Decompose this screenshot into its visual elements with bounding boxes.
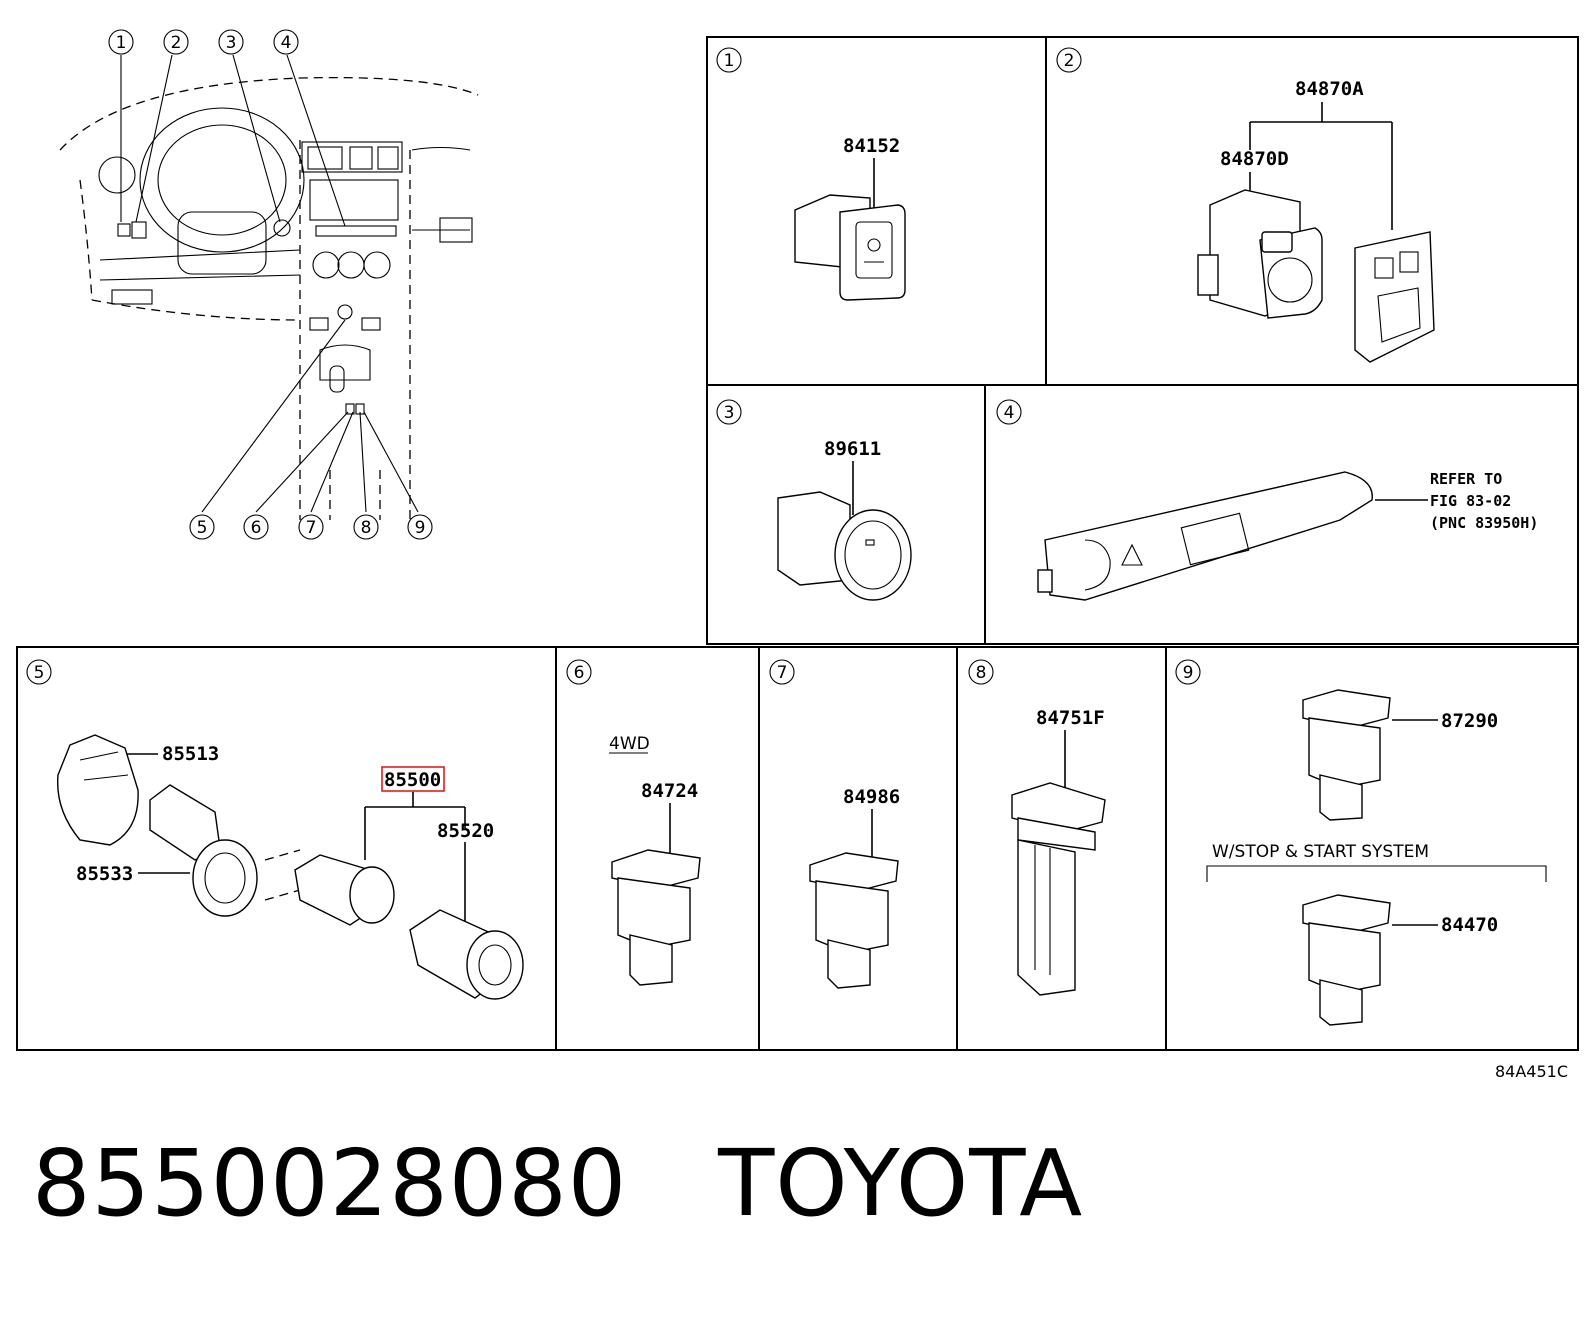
part-number-84470[interactable]: 84470 <box>1441 914 1498 936</box>
part-number-85500[interactable]: 85500 <box>384 769 441 791</box>
panel-9: 9 87290 W/STOP & START SYSTEM 84470 <box>1175 659 1547 1026</box>
panel-7: 7 84986 <box>769 659 900 989</box>
overview-callout-3: 3 <box>218 29 244 55</box>
start-switch-89611-drawing <box>777 491 912 601</box>
panel-3: 3 89611 <box>716 399 912 601</box>
panel-1: 1 84152 <box>716 47 906 301</box>
part-number-89611[interactable]: 89611 <box>824 438 881 460</box>
svg-text:2: 2 <box>171 33 182 53</box>
panel-4-number: 4 <box>1004 403 1015 423</box>
hazard-switch-panel-drawing <box>1037 471 1373 601</box>
refer-note-line-3: (PNC 83950H) <box>1430 514 1538 532</box>
socket-85500-drawing <box>294 854 395 926</box>
label-stop-start-system: W/STOP & START SYSTEM <box>1212 842 1429 862</box>
svg-text:6: 6 <box>251 518 262 538</box>
part-number-84870D[interactable]: 84870D <box>1220 148 1289 170</box>
overview-callout-8: 8 <box>353 514 379 540</box>
mirror-switch-84870D-drawing <box>1197 189 1323 319</box>
overview-callout-5: 5 <box>189 514 215 540</box>
part-number-84724[interactable]: 84724 <box>641 780 698 802</box>
overview-callout-4: 4 <box>273 29 299 55</box>
overview-callout-6: 6 <box>243 514 269 540</box>
panel-3-number: 3 <box>724 403 735 423</box>
panel-7-number: 7 <box>777 663 788 683</box>
footer-part-number: 8550028080 <box>32 1130 628 1237</box>
lighter-85520-drawing <box>409 909 524 1000</box>
overview-callout-9: 9 <box>407 514 433 540</box>
footer-title: 8550028080 TOYOTA <box>32 1138 1083 1230</box>
svg-text:9: 9 <box>415 518 426 538</box>
part-number-84870A[interactable]: 84870A <box>1295 78 1364 100</box>
bezel-84870A-drawing <box>1354 231 1435 363</box>
svg-text:1: 1 <box>116 33 127 53</box>
holder-85533-drawing <box>149 784 258 917</box>
panel-6: 6 4WD 84724 <box>566 659 701 986</box>
refer-note-line-1: REFER TO <box>1430 470 1502 488</box>
part-number-85520[interactable]: 85520 <box>437 820 494 842</box>
switch-87290-drawing <box>1302 689 1391 821</box>
part-number-84751F[interactable]: 84751F <box>1036 707 1105 729</box>
part-number-84152[interactable]: 84152 <box>843 135 900 157</box>
panel-2-number: 2 <box>1064 51 1075 71</box>
panel-8-number: 8 <box>976 663 987 683</box>
svg-text:3: 3 <box>226 33 237 53</box>
figure-code: 84A451C <box>1495 1062 1568 1081</box>
panel-2: 2 84870A 84870D <box>1056 47 1435 363</box>
part-number-85533[interactable]: 85533 <box>76 863 133 885</box>
overview-callout-7: 7 <box>298 514 324 540</box>
switch-84724-drawing <box>611 849 701 986</box>
panel-5: 5 85513 85533 85500 85520 <box>26 659 524 1000</box>
switch-84152-drawing <box>794 194 906 301</box>
panel-5-number: 5 <box>34 663 45 683</box>
svg-text:5: 5 <box>197 518 208 538</box>
part-number-85513[interactable]: 85513 <box>162 743 219 765</box>
bottom-panel-grid <box>16 646 1579 1051</box>
refer-note-line-2: FIG 83-02 <box>1430 492 1511 510</box>
switch-84751F-drawing <box>1011 782 1106 996</box>
panel-4: 4 REFER TO FIG 83-02 (PNC 83950H) <box>996 399 1538 601</box>
panel-8: 8 84751F <box>968 659 1106 996</box>
part-number-87290[interactable]: 87290 <box>1441 710 1498 732</box>
part-number-84986[interactable]: 84986 <box>843 786 900 808</box>
socket-85513-drawing <box>56 734 139 846</box>
switch-84470-drawing <box>1302 894 1391 1026</box>
highlight-box-85500 <box>381 766 445 792</box>
top-panel-grid <box>706 36 1579 645</box>
svg-text:8: 8 <box>361 518 372 538</box>
switch-84986-drawing <box>809 852 899 989</box>
overview-callout-1: 1 <box>108 29 134 55</box>
panel-9-number: 9 <box>1183 663 1194 683</box>
svg-text:4: 4 <box>281 33 292 53</box>
overview-callout-2: 2 <box>163 29 189 55</box>
footer-brand: TOYOTA <box>718 1130 1084 1237</box>
dashboard-overview <box>59 54 479 520</box>
label-4wd: 4WD <box>609 734 650 754</box>
panel-6-number: 6 <box>574 663 585 683</box>
svg-text:7: 7 <box>306 518 317 538</box>
panel-1-number: 1 <box>724 51 735 71</box>
